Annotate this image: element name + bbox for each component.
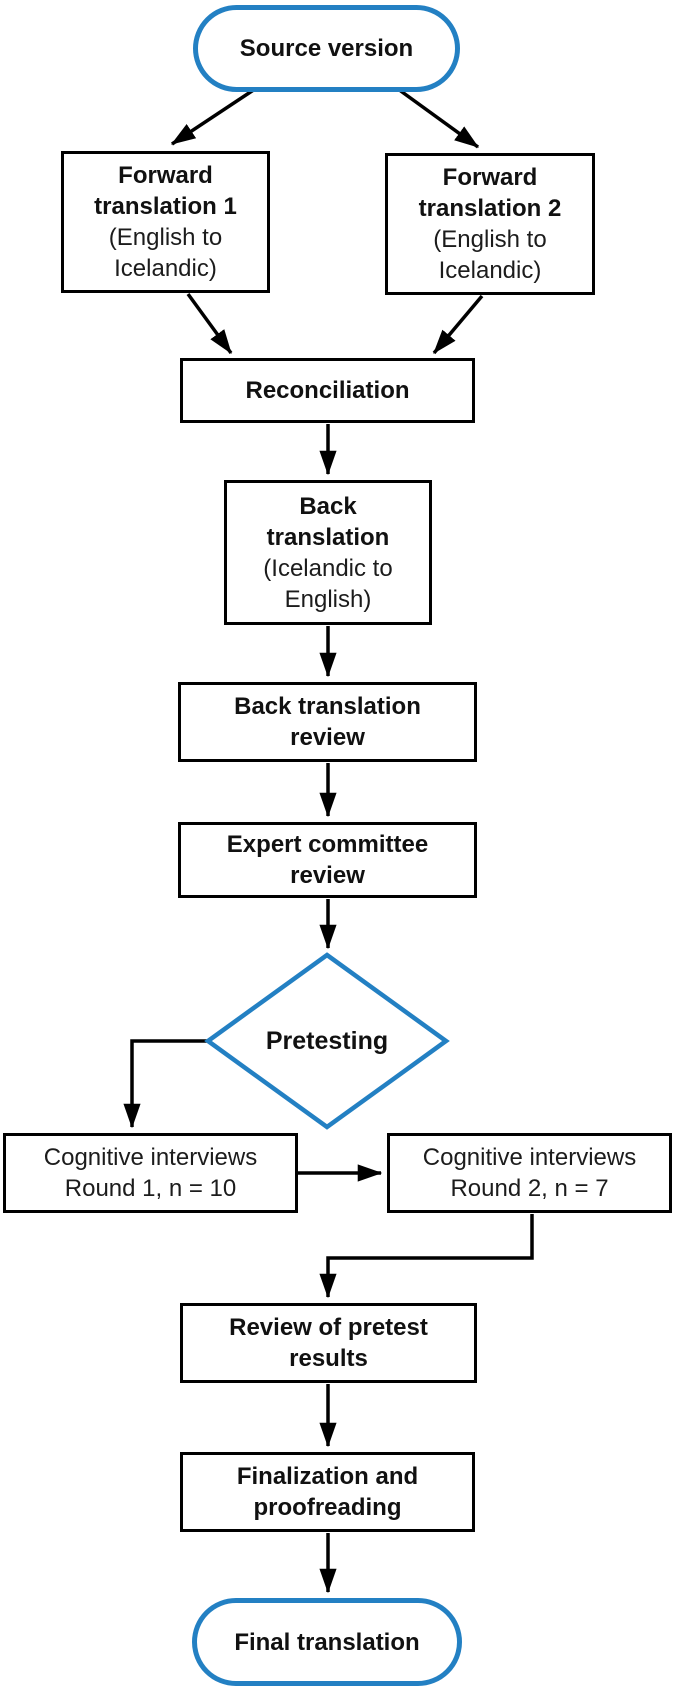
node-cognitive-interviews-round2: Cognitive interviews Round 2, n = 7 [387,1133,672,1213]
node-forward-translation-2: Forward translation 2 (English to Icelan… [385,153,595,295]
node-line: English) [284,585,372,613]
node-line: (Icelandic to [263,554,393,582]
node-review-of-pretest-results: Review of pretest results [180,1303,477,1383]
node-line: Icelandic) [438,257,542,284]
node-line: review [290,724,365,751]
node-line: translation 2 [418,195,562,222]
node-line: (English to [108,224,223,251]
node-line: (English to [433,226,547,253]
node-line: Cognitive interviews [422,1144,637,1171]
node-line: Back translation [234,693,421,720]
node-line: Round 1, n = 10 [64,1175,237,1202]
node-finalization-and-proofreading: Finalization and proofreading [180,1452,475,1532]
node-line: Finalization and [236,1463,419,1490]
node-label: Source version [239,35,414,62]
node-label: Final translation [234,1628,420,1656]
node-cognitive-interviews-round1: Cognitive interviews Round 1, n = 10 [3,1133,298,1213]
node-line: Back [299,492,357,520]
edge-source-to-ft2 [396,87,480,149]
node-line: Round 2, n = 7 [450,1175,609,1202]
node-line: proofreading [253,1494,402,1521]
node-line: results [289,1345,368,1372]
edge-ft1-to-reconciliation [186,292,233,355]
pretesting-diamond [204,952,450,1130]
node-line: Icelandic) [114,255,217,282]
node-back-translation: Back translation (Icelandic to English) [224,480,432,625]
edge-ft2-to-reconciliation [432,294,484,355]
node-line: Expert committee [226,831,429,858]
edge-source-to-ft1 [170,87,256,146]
node-line: translation 1 [94,193,237,220]
node-back-translation-review: Back translation review [178,682,477,762]
edge-pretesting-to-round1 [123,1039,208,1129]
node-line: Forward [442,164,538,191]
node-final-translation: Final translation [192,1598,462,1686]
node-line: review [290,862,365,889]
node-source-version: Source version [193,5,460,92]
node-pretesting-label: Pretesting [265,1026,389,1055]
node-forward-translation-1: Forward translation 1 (English to Icelan… [61,151,270,293]
node-line: Cognitive interviews [43,1144,258,1171]
node-line: Review of pretest [229,1314,428,1341]
edge-round2-to-reviewpretest [319,1214,534,1299]
node-line: Forward [118,162,213,189]
node-line: translation [266,523,390,551]
node-label: Reconciliation [245,377,410,404]
node-expert-committee-review: Expert committee review [178,822,477,898]
node-reconciliation: Reconciliation [180,358,475,423]
